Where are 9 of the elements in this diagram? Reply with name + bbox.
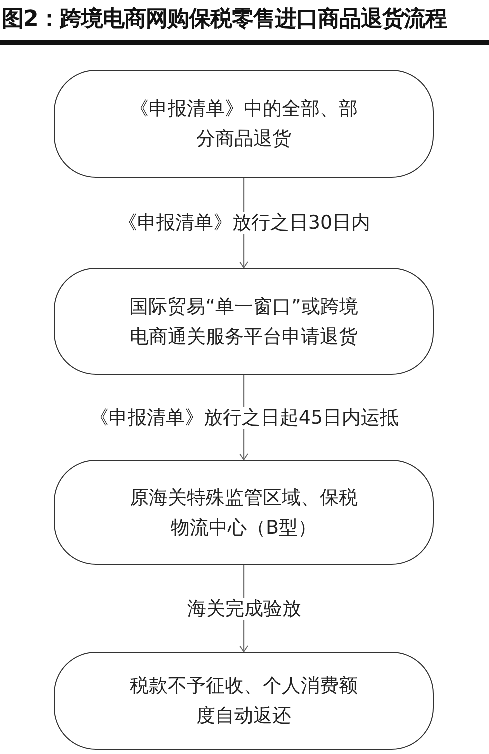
box-text: 国际贸易“单一窗口”或跨境电商通关服务平台申请退货 <box>128 294 360 350</box>
process-box <box>54 268 434 375</box>
process-box <box>54 70 434 178</box>
edge-label: 海关完成验放 <box>186 598 304 620</box>
box-text: 税款不予征收、个人消费额度自动返还 <box>129 674 359 729</box>
box-text: 原海关特殊监管区域、保税物流中心（B型） <box>129 486 359 540</box>
process-box <box>54 460 434 565</box>
box-text: 《申报清单》中的全部、部分商品退货 <box>129 97 359 152</box>
title: 图2：跨境电商网购保税零售进口商品退货流程 <box>2 6 447 34</box>
